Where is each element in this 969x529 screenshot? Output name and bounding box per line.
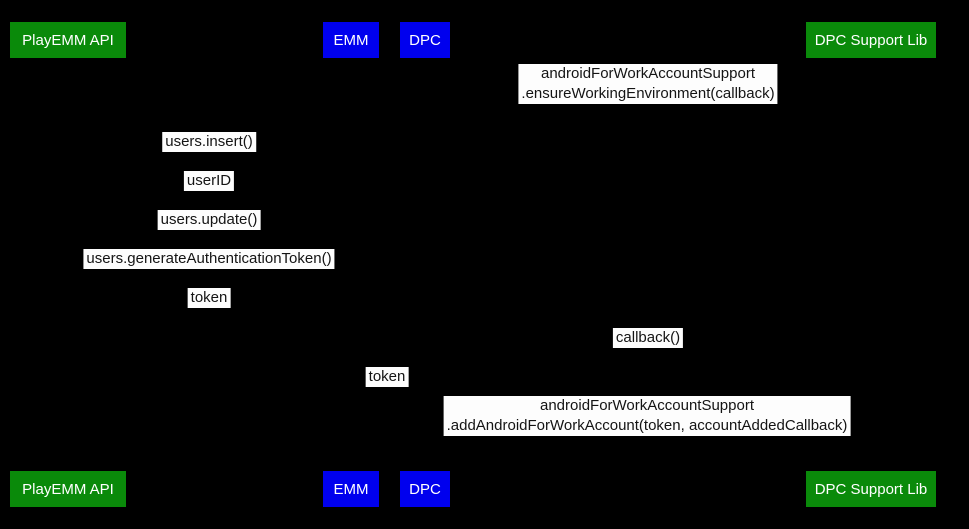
message-line: callback() <box>615 329 681 346</box>
message-label-8: androidForWorkAccountSupport .addAndroidF… <box>443 396 851 436</box>
actor-label: DPC <box>409 480 441 498</box>
actor-box-emm-top: EMM <box>323 22 379 58</box>
actor-label: EMM <box>333 31 369 49</box>
actor-label: PlayEMM API <box>22 480 114 498</box>
actor-label: DPC Support Lib <box>814 480 928 498</box>
actor-box-dpc-support-lib-bottom: DPC Support Lib <box>806 471 936 507</box>
message-label-2: userID <box>183 171 235 191</box>
message-label-6: callback() <box>612 328 684 348</box>
actor-box-playemm-api-top: PlayEMM API <box>10 22 126 58</box>
message-line: androidForWorkAccountSupport <box>540 65 755 82</box>
actor-box-dpc-support-lib-top: DPC Support Lib <box>806 22 936 58</box>
message-label-4: users.generateAuthenticationToken() <box>83 249 335 269</box>
message-line: token <box>368 368 406 385</box>
actor-box-dpc-bottom: DPC <box>400 471 450 507</box>
message-label-7: token <box>365 367 409 387</box>
message-line: users.insert() <box>165 133 253 150</box>
message-line: userID <box>186 172 232 189</box>
message-line: users.update() <box>160 211 258 228</box>
message-line: androidForWorkAccountSupport <box>540 397 754 414</box>
actor-label: DPC Support Lib <box>814 31 928 49</box>
actor-box-dpc-top: DPC <box>400 22 450 58</box>
message-line: .addAndroidForWorkAccount(token, account… <box>446 417 848 434</box>
message-line: token <box>190 289 228 306</box>
actor-label: DPC <box>409 31 441 49</box>
message-label-3: users.update() <box>157 210 261 230</box>
message-label-1: users.insert() <box>162 132 256 152</box>
message-line: users.generateAuthenticationToken() <box>86 250 332 267</box>
actor-box-emm-bottom: EMM <box>323 471 379 507</box>
message-line: .ensureWorkingEnvironment(callback) <box>521 85 775 102</box>
actor-label: PlayEMM API <box>22 31 114 49</box>
actor-box-playemm-api-bottom: PlayEMM API <box>10 471 126 507</box>
message-label-0: androidForWorkAccountSupport .ensureWorki… <box>518 64 778 104</box>
message-label-5: token <box>187 288 231 308</box>
actor-label: EMM <box>333 480 369 498</box>
